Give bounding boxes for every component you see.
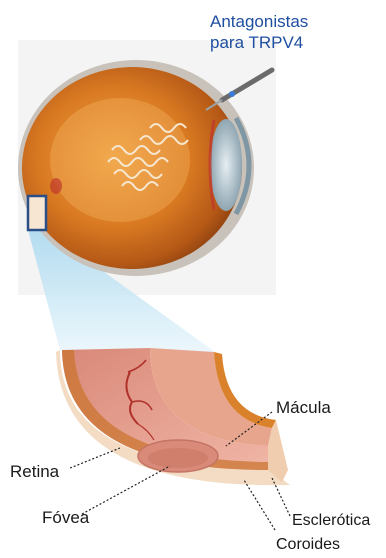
sclera-label: Esclerótica: [292, 512, 370, 530]
antagonists-label-line2: para TRPV4: [210, 33, 303, 53]
retina-leader: [70, 448, 120, 468]
fovea-label: Fóvea: [42, 508, 89, 528]
choroid-label: Coroides: [276, 536, 340, 554]
inset-box: [28, 196, 46, 230]
retina-tissue-block: [56, 348, 290, 485]
antagonists-label-line1: Antagonistas: [210, 12, 308, 32]
macula-label: Mácula: [276, 398, 331, 418]
vitreous-highlight: [50, 98, 190, 222]
choroid-leader: [244, 480, 275, 530]
optic-disc: [50, 178, 62, 194]
retina-label: Retina: [10, 462, 59, 482]
fovea-leader: [82, 466, 170, 514]
lens: [210, 119, 242, 211]
